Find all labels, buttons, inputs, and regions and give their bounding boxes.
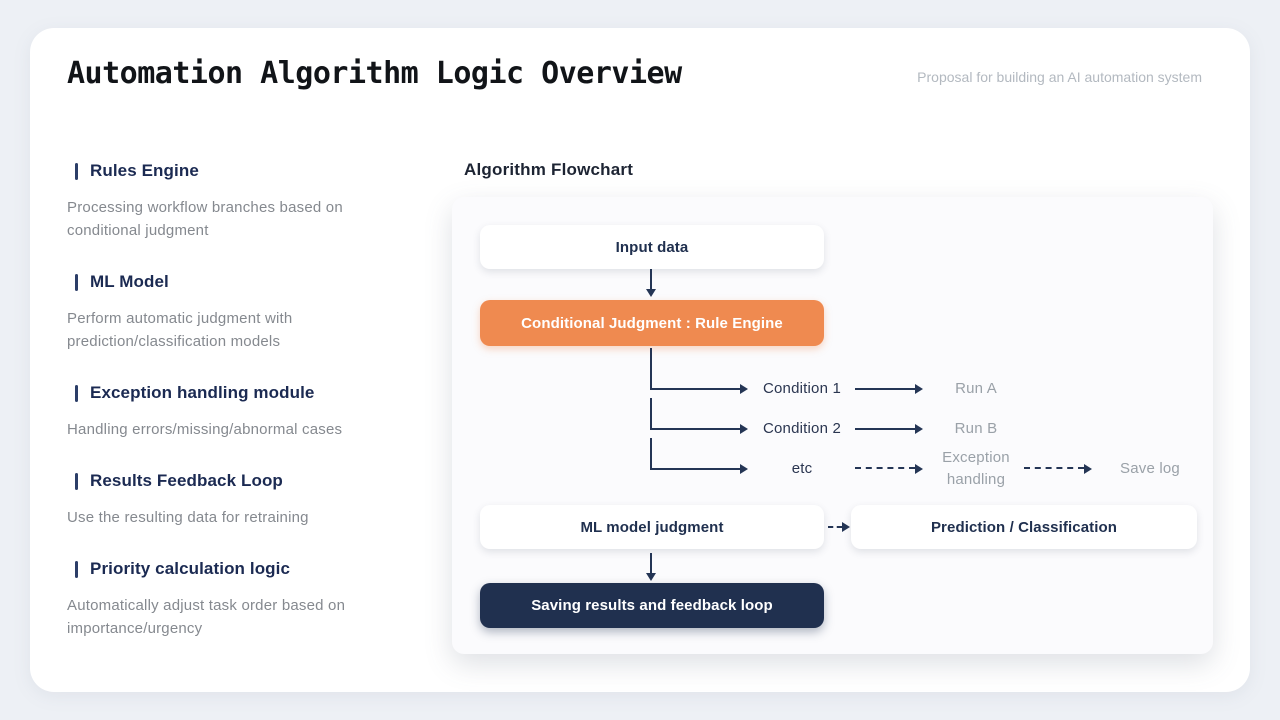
flow-node-rule-engine: Conditional Judgment : Rule Engine xyxy=(480,300,824,346)
flow-label-run-a: Run A xyxy=(955,380,997,397)
slide-card: Automation Algorithm Logic Overview Prop… xyxy=(30,28,1250,692)
connector-line xyxy=(650,398,652,428)
heading-accent-bar xyxy=(75,472,78,490)
connector-line xyxy=(650,553,652,573)
dashed-connector-line xyxy=(855,467,915,469)
module-heading-row: Rules Engine xyxy=(67,160,419,182)
arrow-down-icon xyxy=(646,289,656,297)
module-heading-row: ML Model xyxy=(67,271,419,293)
heading-accent-bar xyxy=(75,560,78,578)
connector-line xyxy=(855,388,915,390)
flow-label-exception-handling: Exception handling xyxy=(942,449,1010,488)
heading-accent-bar xyxy=(75,162,78,180)
flow-node-ml-judgment: ML model judgment xyxy=(480,505,824,549)
page-title: Automation Algorithm Logic Overview xyxy=(67,56,682,91)
module-title: Results Feedback Loop xyxy=(90,471,283,490)
module-description: Automatically adjust task order based on… xyxy=(67,597,346,637)
flow-node-prediction: Prediction / Classification xyxy=(851,505,1197,549)
dashed-connector-line xyxy=(828,526,842,528)
module-description: Perform automatic judgment with predicti… xyxy=(67,310,293,350)
module-heading-row: Exception handling module xyxy=(67,382,419,404)
arrow-right-icon xyxy=(915,384,923,394)
module-title: Exception handling module xyxy=(90,383,315,402)
heading-accent-bar xyxy=(75,273,78,291)
module-exception-handling: Exception handling module Handling error… xyxy=(67,382,419,441)
arrow-right-icon xyxy=(1084,464,1092,474)
module-heading-row: Priority calculation logic xyxy=(67,558,419,580)
module-ml-model: ML Model Perform automatic judgment with… xyxy=(67,271,419,353)
module-results-feedback: Results Feedback Loop Use the resulting … xyxy=(67,470,419,529)
flowchart-heading: Algorithm Flowchart xyxy=(464,160,634,179)
connector-line xyxy=(650,428,740,430)
flowchart-panel: Input data Conditional Judgment : Rule E… xyxy=(452,197,1213,654)
flow-label-etc: etc xyxy=(791,460,813,477)
module-title: Rules Engine xyxy=(90,161,199,180)
connector-line xyxy=(650,388,740,390)
module-description: Processing workflow branches based on co… xyxy=(67,199,343,239)
connector-line xyxy=(650,468,740,470)
modules-list: Rules Engine Processing workflow branche… xyxy=(67,160,419,640)
flow-label-save-log: Save log xyxy=(1120,460,1180,477)
arrow-down-icon xyxy=(646,573,656,581)
module-description: Use the resulting data for retraining xyxy=(67,509,309,526)
connector-line xyxy=(650,348,652,390)
arrow-right-icon xyxy=(842,522,850,532)
page-subtitle: Proposal for building an AI automation s… xyxy=(917,69,1202,85)
connector-line xyxy=(855,428,915,430)
connector-line xyxy=(650,438,652,468)
arrow-right-icon xyxy=(915,424,923,434)
arrow-right-icon xyxy=(740,384,748,394)
connector-line xyxy=(650,269,652,289)
module-description: Handling errors/missing/abnormal cases xyxy=(67,421,343,438)
dashed-connector-line xyxy=(1024,467,1084,469)
module-rules-engine: Rules Engine Processing workflow branche… xyxy=(67,160,419,242)
heading-accent-bar xyxy=(75,384,78,402)
module-priority-logic: Priority calculation logic Automatically… xyxy=(67,558,419,640)
flow-label-run-b: Run B xyxy=(954,420,998,437)
arrow-right-icon xyxy=(740,424,748,434)
module-title: ML Model xyxy=(90,272,169,291)
arrow-right-icon xyxy=(740,464,748,474)
flow-label-condition-1: Condition 1 xyxy=(762,380,842,397)
flow-label-condition-2: Condition 2 xyxy=(762,420,842,437)
arrow-right-icon xyxy=(915,464,923,474)
flow-node-input-data: Input data xyxy=(480,225,824,269)
flow-node-saving-results: Saving results and feedback loop xyxy=(480,583,824,628)
module-title: Priority calculation logic xyxy=(90,559,291,578)
module-heading-row: Results Feedback Loop xyxy=(67,470,419,492)
